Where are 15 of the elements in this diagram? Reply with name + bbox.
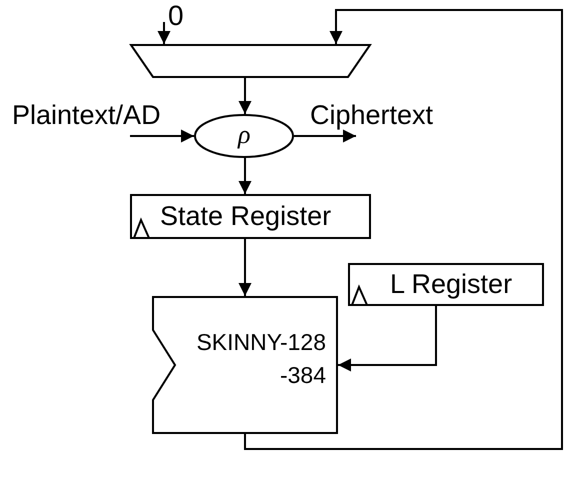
- arrow: [338, 306, 437, 372]
- input-label: Plaintext/AD: [8, 100, 200, 136]
- cipher-label: SKINNY-128 -384: [195, 328, 326, 390]
- register-label: L Register: [390, 271, 512, 298]
- arrow: [238, 78, 252, 114]
- arrow: [158, 22, 170, 44]
- arrow: [294, 130, 356, 142]
- arrow: [244, 9, 563, 450]
- output-label: Ciphertext: [306, 100, 458, 136]
- arrow: [238, 239, 252, 296]
- arrow: [238, 158, 252, 194]
- input-label: 0: [164, 0, 192, 34]
- function-symbol: ρ: [238, 122, 250, 148]
- register-label: State Register: [160, 203, 332, 230]
- arrow: [130, 130, 194, 142]
